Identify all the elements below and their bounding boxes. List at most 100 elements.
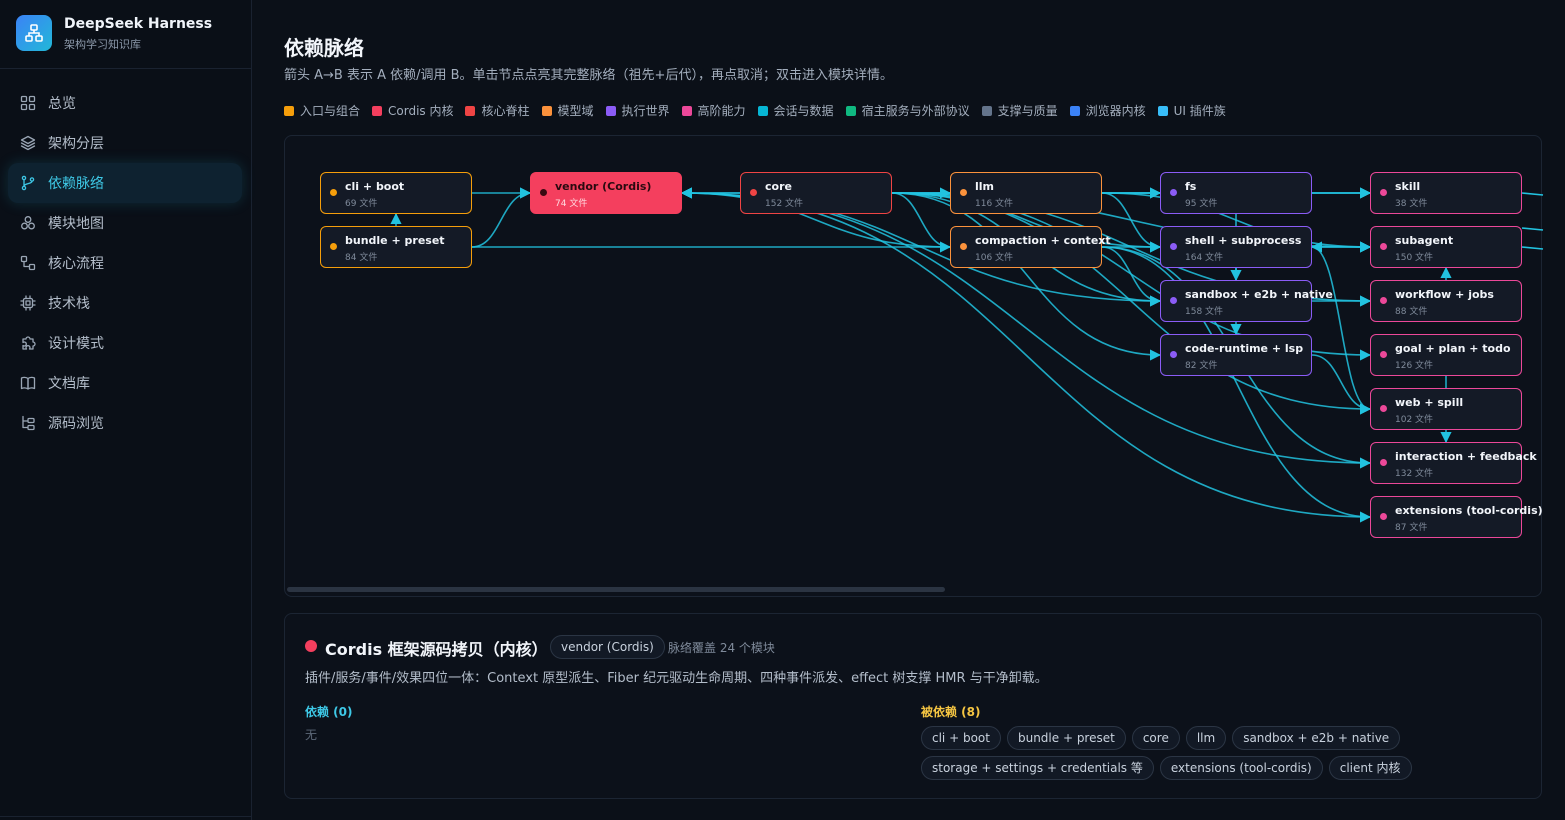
- node-color-dot: [1380, 297, 1387, 304]
- dependent-chip[interactable]: extensions (tool-cordis): [1159, 756, 1323, 780]
- dependent-chip[interactable]: client 内核: [1328, 756, 1412, 780]
- node-color-dot: [1380, 189, 1387, 196]
- graph-edge-offscreen: [1521, 192, 1544, 196]
- dependencies-empty: 无: [305, 728, 318, 742]
- sidebar-item-3[interactable]: 模块地图: [8, 203, 242, 243]
- node-color-dot: [330, 243, 337, 250]
- sidebar-nav: 总览架构分层依赖脉络模块地图核心流程技术栈设计模式文档库源码浏览: [8, 83, 242, 443]
- coverage-text: 脉络覆盖 24 个模块: [668, 641, 775, 655]
- node-name: vendor (Cordis): [555, 180, 652, 193]
- legend-swatch: [757, 105, 768, 116]
- dependent-chip[interactable]: cli + boot: [921, 726, 1001, 750]
- graph-node-fs[interactable]: fs 95 文件: [1160, 172, 1312, 214]
- legend-item: 模型域: [541, 102, 594, 119]
- sidebar-item-1[interactable]: 架构分层: [8, 123, 242, 163]
- sidebar-item-7[interactable]: 文档库: [8, 363, 242, 403]
- app-subtitle: 架构学习知识库: [64, 38, 141, 51]
- graph-node-interaction[interactable]: interaction + feedback 132 文件: [1370, 442, 1537, 484]
- graph-edge: [1311, 354, 1372, 415]
- graph-edge: [1101, 246, 1372, 523]
- legend-label: 入口与组合: [300, 104, 361, 118]
- graph-edges: [390, 187, 1544, 523]
- module-badge[interactable]: vendor (Cordis): [550, 635, 665, 659]
- legend-swatch: [605, 105, 616, 116]
- legend-item: 宿主服务与外部协议: [845, 102, 970, 119]
- node-file-count: 132 文件: [1395, 469, 1434, 479]
- sidebar-item-5[interactable]: 技术栈: [8, 283, 242, 323]
- node-name: fs: [1185, 180, 1197, 193]
- sidebar-item-8[interactable]: 源码浏览: [8, 403, 242, 443]
- graph-node-subagent[interactable]: subagent 150 文件: [1370, 226, 1522, 268]
- legend-item: 执行世界: [605, 102, 670, 119]
- sidebar-item-label: 技术栈: [48, 296, 90, 312]
- node-color-dot: [1380, 243, 1387, 250]
- graph-edge-offscreen: [1521, 246, 1544, 250]
- graph-edge: [1101, 246, 1162, 307]
- node-file-count: 150 文件: [1395, 253, 1434, 263]
- node-color-dot: [1380, 459, 1387, 466]
- node-name: interaction + feedback: [1395, 450, 1537, 463]
- graph-node-extensions[interactable]: extensions (tool-cordis)87 文件: [1370, 496, 1543, 538]
- graph-node-coderuntime[interactable]: code-runtime + lsp 82 文件: [1160, 334, 1312, 376]
- legend-swatch: [981, 105, 992, 116]
- legend-label: 宿主服务与外部协议: [861, 104, 970, 118]
- legend-label: 执行世界: [621, 104, 670, 118]
- legend-swatch: [1069, 105, 1080, 116]
- legend-label: UI 插件族: [1173, 104, 1226, 118]
- graph-edge: [891, 192, 952, 253]
- legend-item: 浏览器内核: [1069, 102, 1146, 119]
- dependent-chip[interactable]: core: [1131, 726, 1180, 750]
- brand-header: DeepSeek Harness 架构学习知识库: [0, 0, 251, 69]
- module-color-dot: [305, 640, 317, 652]
- node-file-count: 164 文件: [1185, 253, 1224, 263]
- legend-item: 入口与组合: [284, 102, 360, 119]
- sidebar-item-0[interactable]: 总览: [8, 83, 242, 123]
- horizontal-scrollbar[interactable]: [287, 587, 945, 592]
- branch-icon: [20, 175, 36, 191]
- dependent-chip[interactable]: bundle + preset: [1006, 726, 1126, 750]
- sidebar-item-label: 核心流程: [48, 256, 104, 272]
- node-name: compaction + context: [975, 234, 1111, 247]
- node-color-dot: [1170, 351, 1177, 358]
- node-name: web + spill: [1395, 396, 1464, 409]
- sidebar: DeepSeek Harness 架构学习知识库 总览架构分层依赖脉络模块地图核…: [0, 0, 252, 820]
- node-file-count: 82 文件: [1185, 361, 1218, 371]
- node-file-count: 106 文件: [975, 253, 1014, 263]
- node-name: sandbox + e2b + native: [1185, 288, 1333, 301]
- node-color-dot: [960, 189, 967, 196]
- dependent-chip[interactable]: llm: [1185, 726, 1227, 750]
- node-file-count: 88 文件: [1395, 307, 1428, 317]
- node-file-count: 74 文件: [555, 199, 588, 209]
- node-name: code-runtime + lsp: [1185, 342, 1304, 355]
- node-name: core: [765, 180, 792, 193]
- node-file-count: 38 文件: [1395, 199, 1428, 209]
- dependent-chip[interactable]: storage + settings + credentials 等: [921, 756, 1154, 780]
- sidebar-item-4[interactable]: 核心流程: [8, 243, 242, 283]
- node-color-dot: [540, 189, 547, 196]
- sidebar-item-2[interactable]: 依赖脉络: [8, 163, 242, 203]
- sidebar-item-label: 架构分层: [48, 136, 104, 152]
- book-icon: [20, 375, 36, 391]
- dependent-chip[interactable]: sandbox + e2b + native: [1232, 726, 1401, 750]
- graph-node-vendor[interactable]: vendor (Cordis) 74 文件: [530, 172, 682, 214]
- node-name: llm: [975, 180, 995, 193]
- node-file-count: 95 文件: [1185, 199, 1218, 209]
- node-file-count: 87 文件: [1395, 523, 1428, 533]
- node-name: subagent: [1395, 234, 1454, 247]
- module-description: 插件/服务/事件/效果四位一体：Context 原型派生、Fiber 纪元驱动生…: [305, 671, 1048, 686]
- sidebar-item-6[interactable]: 设计模式: [8, 323, 242, 363]
- chip-icon: [20, 295, 36, 311]
- graph-node-compaction[interactable]: compaction + context 106 文件: [950, 226, 1111, 268]
